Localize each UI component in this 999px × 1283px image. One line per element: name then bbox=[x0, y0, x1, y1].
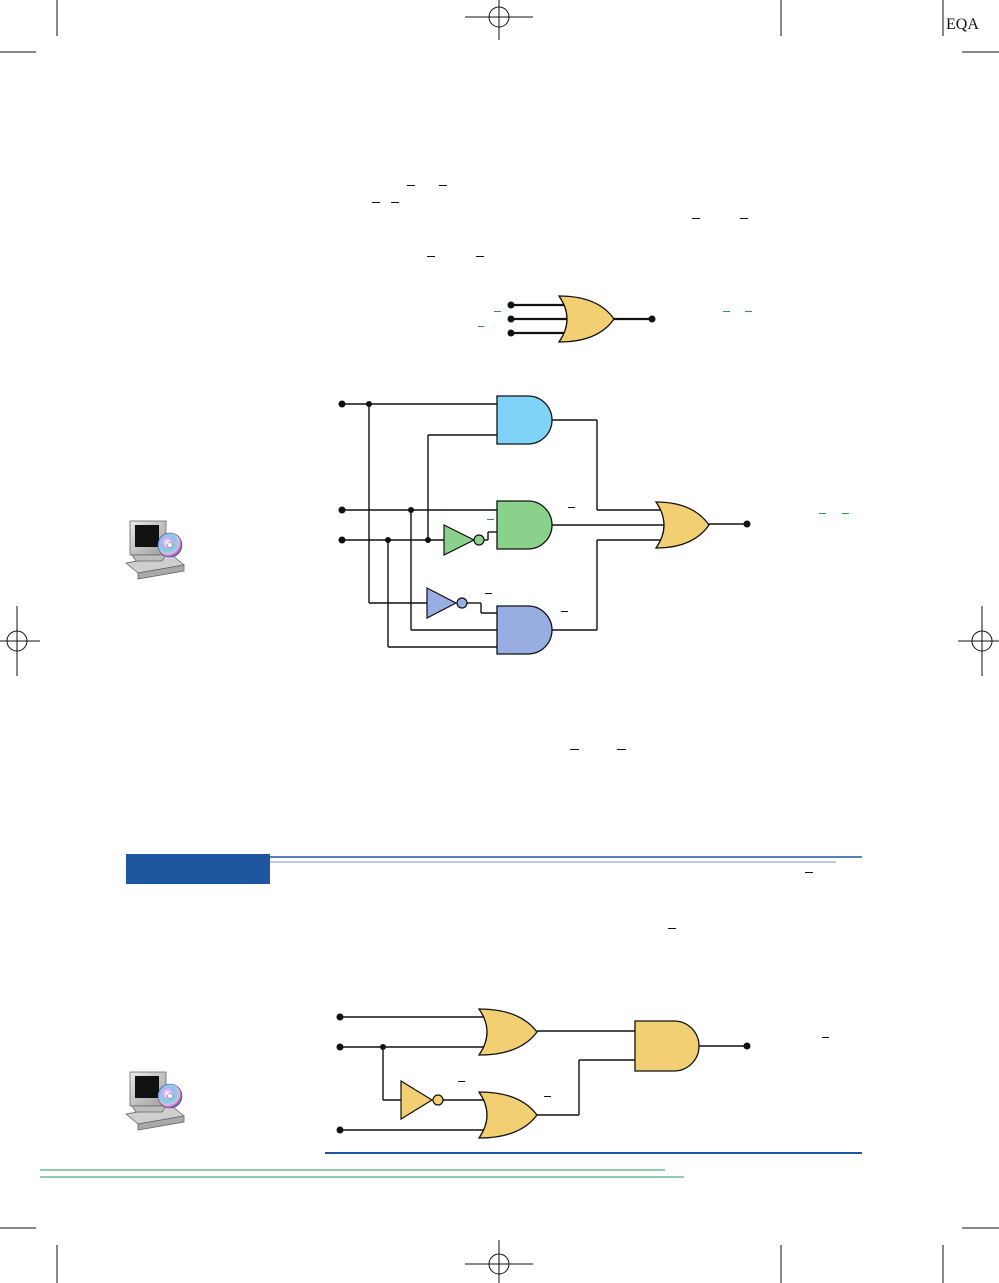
and-gate bbox=[634, 1020, 700, 1072]
registration-mark bbox=[0, 606, 40, 676]
overbar bbox=[723, 311, 730, 312]
not-gate bbox=[400, 1079, 434, 1121]
and-gate bbox=[496, 395, 553, 445]
overbar bbox=[842, 513, 849, 514]
registration-mark bbox=[958, 606, 999, 676]
overbar bbox=[668, 928, 676, 929]
overbar bbox=[476, 256, 484, 257]
overbar bbox=[740, 218, 748, 219]
overbar bbox=[745, 311, 752, 312]
overbar bbox=[372, 202, 380, 203]
not-gate bbox=[443, 524, 476, 556]
overbar bbox=[544, 1096, 551, 1097]
overbar bbox=[478, 326, 484, 327]
overbar bbox=[407, 185, 415, 186]
not-bubble bbox=[432, 1094, 444, 1106]
and-gate bbox=[496, 500, 553, 550]
not-gate bbox=[426, 587, 458, 619]
and-gate bbox=[496, 605, 553, 655]
computer-cd-icon bbox=[125, 1071, 185, 1131]
overbar bbox=[568, 507, 575, 508]
computer-cd-icon bbox=[125, 520, 185, 580]
overbar bbox=[570, 749, 579, 750]
or-gate bbox=[477, 1008, 538, 1056]
not-bubble bbox=[473, 534, 485, 546]
overbar bbox=[805, 872, 813, 873]
overbar bbox=[391, 202, 399, 203]
overbar bbox=[561, 611, 568, 612]
overbar bbox=[427, 256, 435, 257]
overbar bbox=[458, 1081, 465, 1082]
or-gate bbox=[557, 295, 615, 343]
registration-mark bbox=[465, 0, 533, 40]
overbar bbox=[494, 311, 501, 312]
or-gate bbox=[654, 501, 710, 549]
overbar bbox=[439, 185, 447, 186]
not-bubble bbox=[456, 597, 468, 609]
overbar bbox=[822, 1037, 829, 1038]
overbar bbox=[819, 513, 826, 514]
top-or-circuit bbox=[507, 295, 656, 343]
overbar bbox=[692, 218, 700, 219]
overbar bbox=[487, 519, 494, 520]
page-tag: EQA bbox=[946, 16, 979, 33]
section-banner bbox=[126, 854, 270, 884]
overbar bbox=[485, 593, 492, 594]
registration-mark bbox=[465, 1240, 533, 1283]
circuit-figure-1 bbox=[338, 395, 751, 655]
or-gate bbox=[477, 1091, 538, 1139]
circuit-figure-2 bbox=[336, 1008, 751, 1139]
overbar bbox=[617, 749, 626, 750]
